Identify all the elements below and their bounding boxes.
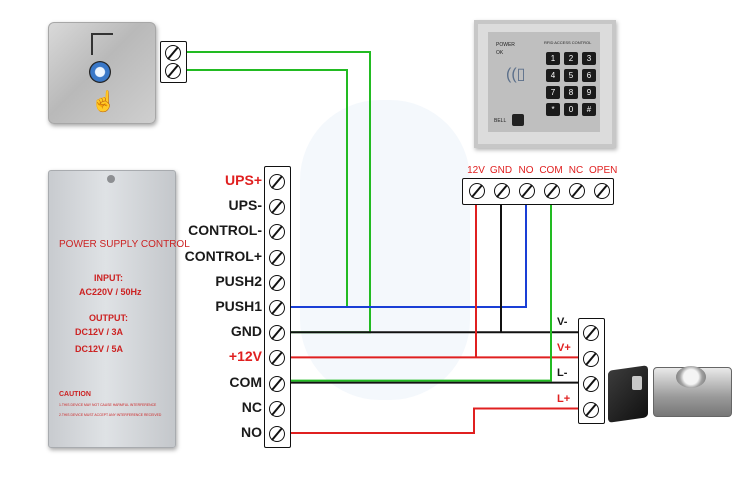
- keypad-terminal-label: GND: [489, 165, 513, 176]
- psu-terminal-label: NC: [241, 398, 262, 415]
- lock-terminal-label: L-: [557, 367, 568, 379]
- psu-output-1: DC12V / 3A: [75, 327, 124, 337]
- keypad-terminal-block: [462, 178, 614, 205]
- lock-terminal-label: L+: [557, 392, 571, 405]
- screw-terminal: [269, 224, 285, 241]
- screw-terminal: [165, 45, 181, 61]
- psu-terminal-label: PUSH2: [215, 272, 262, 289]
- electric-lock-device: [653, 367, 732, 417]
- psu-terminal-label: CONTROL-: [188, 222, 262, 239]
- background-watermark: [300, 100, 470, 400]
- keypad-key-0: 0: [564, 103, 578, 116]
- keypad-key-9: 9: [582, 86, 596, 99]
- screw-terminal: [583, 325, 599, 341]
- keypad-key-2: 2: [564, 52, 578, 65]
- screw-terminal: [269, 350, 285, 367]
- psu-terminal-label: NO: [241, 424, 262, 440]
- keypad-key-8: 8: [564, 86, 578, 99]
- lock-side-icon: [608, 365, 648, 423]
- screw-terminal: [269, 174, 285, 190]
- screw-terminal: [269, 375, 285, 392]
- psu-terminal-label: PUSH1: [215, 298, 262, 314]
- psu-terminal-label: COM: [229, 373, 262, 390]
- screw-terminal: [569, 183, 585, 199]
- keypad-key-3: 3: [582, 52, 596, 65]
- screw-icon: [107, 175, 115, 183]
- psu-terminal-label: UPS-: [228, 197, 262, 214]
- keypad-title: RFID ACCESS CONTROL: [544, 40, 592, 45]
- keypad-key-6: 6: [582, 69, 596, 82]
- wire-no-to-l-plus: [289, 407, 578, 434]
- lock-terminal-label: V-: [557, 316, 568, 328]
- keypad-terminal-label: NO: [518, 165, 534, 176]
- psu-terminal-label: CONTROL+: [184, 247, 262, 264]
- psu-title: POWER SUPPLY CONTROL: [59, 239, 190, 250]
- screw-terminal: [583, 350, 599, 367]
- wire-push1-to-no: [289, 203, 527, 308]
- screw-terminal: [269, 400, 285, 417]
- screw-terminal: [269, 300, 285, 316]
- psu-caution-2: 2.THIS DEVICE MUST ACCEPT ANY INTERFEREN…: [59, 413, 162, 417]
- psu-input-label: INPUT:: [94, 273, 123, 283]
- keypad-terminal-label: COM: [539, 165, 563, 176]
- led-ok-label: OK: [496, 50, 504, 56]
- exit-button-terminal-block: [160, 41, 187, 83]
- screw-terminal: [544, 183, 560, 199]
- rfid-icon: ((▯: [506, 66, 526, 83]
- keypad-key-#: #: [582, 103, 596, 116]
- bell-label: BELL: [494, 118, 507, 124]
- screw-terminal: [469, 183, 485, 199]
- keypad-key-1: 1: [546, 52, 560, 65]
- screw-terminal: [165, 63, 181, 79]
- keypad-terminal-label: NC: [568, 165, 584, 176]
- keypad-key-*: *: [546, 103, 560, 116]
- led-power-label: POWER: [496, 42, 515, 48]
- screw-terminal: [583, 401, 599, 418]
- psu-terminal-label: +12V: [228, 348, 262, 365]
- psu-input-value: AC220V / 50Hz: [79, 287, 142, 297]
- keypad-terminal-label: 12V: [467, 165, 485, 176]
- exit-button-device: ☝: [48, 22, 156, 124]
- screw-terminal: [269, 274, 285, 291]
- door-icon: [91, 33, 113, 55]
- lock-terminal-label: V+: [557, 341, 571, 354]
- psu-caution-title: CAUTION: [59, 391, 91, 398]
- screw-terminal: [269, 249, 285, 266]
- push-button-icon: [89, 61, 111, 83]
- lock-cylinder-icon: [676, 366, 706, 388]
- screw-terminal: [519, 183, 535, 199]
- psu-terminal-label: GND: [230, 323, 262, 340]
- keypad-key-5: 5: [564, 69, 578, 82]
- screw-terminal: [494, 183, 510, 199]
- wire-com-to-keypad-com: [289, 203, 552, 382]
- psu-output-label: OUTPUT:: [89, 313, 128, 323]
- screw-terminal: [583, 376, 599, 392]
- screw-terminal: [269, 325, 285, 342]
- keypad-terminal-label: OPEN: [589, 165, 618, 176]
- psu-caution-1: 1.THIS DEVICE MAY NOT CAUSE HARMFUL INTE…: [59, 403, 157, 407]
- lock-latch-icon: [632, 376, 642, 390]
- hand-icon: ☝: [91, 91, 116, 113]
- keypad-key-7: 7: [546, 86, 560, 99]
- screw-terminal: [269, 199, 285, 216]
- power-supply-device: POWER SUPPLY CONTROL INPUT: AC220V / 50H…: [48, 170, 190, 448]
- psu-output-2: DC12V / 5A: [75, 344, 124, 354]
- psu-terminal-label: UPS+: [225, 172, 262, 188]
- bell-key-icon: [512, 114, 524, 126]
- keypad-key-4: 4: [546, 69, 560, 82]
- screw-terminal: [594, 183, 610, 199]
- screw-terminal: [269, 426, 285, 442]
